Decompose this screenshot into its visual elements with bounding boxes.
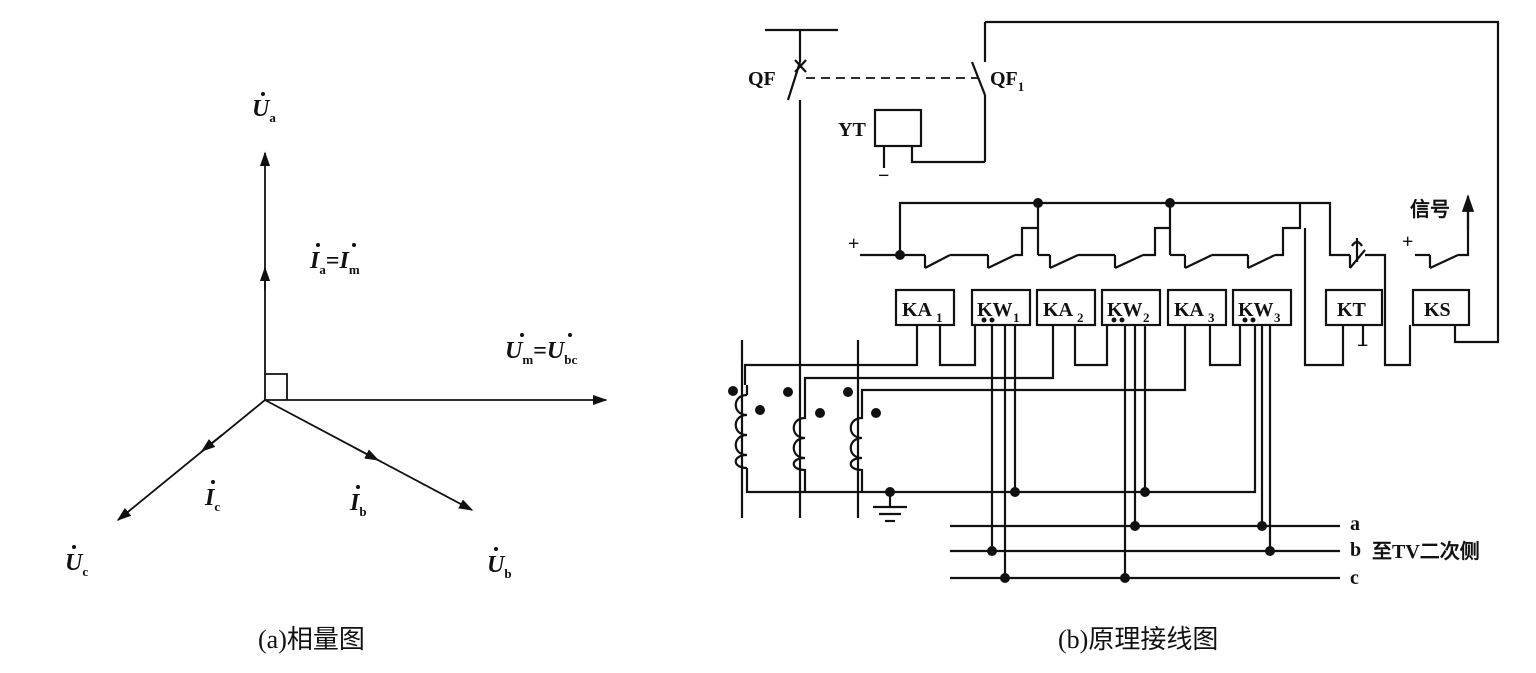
label-ub: Ub [487, 552, 512, 581]
yt-trip-coil [873, 108, 923, 148]
svg-text:KW: KW [1107, 299, 1143, 321]
label-to-tv: 至TV二次侧 [1372, 539, 1480, 563]
relay-kw2: KW 2 [1100, 288, 1162, 327]
top-return-wire [985, 20, 1500, 344]
label-kt-minus: − [1357, 335, 1368, 357]
phasor-ib-mark [354, 447, 380, 461]
svg-text:KT: KT [1337, 299, 1367, 321]
svg-text:2: 2 [1143, 310, 1150, 325]
label-plus-right: + [1402, 231, 1413, 253]
label-qf1: QF1 [990, 68, 1024, 94]
label-bus-b: b [1350, 539, 1361, 561]
relay-kw3: KW 3 [1231, 288, 1293, 327]
label-um-ubc: Um=Ubc [505, 338, 577, 367]
relay-ks: KS [1411, 288, 1471, 327]
label-yt: YT [838, 119, 866, 141]
svg-text:KA: KA [902, 299, 933, 321]
label-signal: 信号 [1410, 197, 1450, 221]
svg-text:KW: KW [1238, 299, 1274, 321]
right-angle-marker [265, 373, 288, 400]
label-plus-left: + [848, 233, 859, 255]
caption-circuit: (b)原理接线图 [1058, 625, 1218, 654]
tv-buses [950, 521, 1340, 583]
phasor-ic-mark [200, 434, 223, 452]
relay-ka3: KA 3 [1166, 288, 1228, 327]
label-yt-minus: − [878, 165, 889, 187]
label-uc: Uc [65, 550, 88, 579]
relay-kw1: KW 1 [970, 288, 1032, 327]
svg-text:KW: KW [977, 299, 1013, 321]
svg-text:KS: KS [1424, 299, 1451, 321]
circuit-diagram: QF QF1 YT − + [728, 20, 1500, 654]
phasor-diagram: Ua Ia=Im Um=Ubc Ic Ib Uc Ub (a)相量图 [65, 92, 608, 654]
svg-text:1: 1 [936, 310, 943, 325]
relay-coil-wiring [743, 325, 1365, 578]
label-bus-a: a [1350, 513, 1360, 535]
svg-text:KA: KA [1043, 299, 1074, 321]
yt-feed-wire [910, 145, 985, 164]
label-ia-im: Ia=Im [309, 248, 360, 277]
label-qf: QF [748, 68, 776, 90]
phasor-uc-line [116, 399, 266, 521]
phasor-dot-accents [72, 92, 572, 551]
label-bus-c: c [1350, 567, 1359, 589]
relay-kt: KT [1324, 288, 1384, 327]
label-ic: Ic [204, 485, 220, 514]
svg-text:3: 3 [1208, 310, 1215, 325]
svg-text:KA: KA [1174, 299, 1205, 321]
relay-ka2: KA 2 [1035, 288, 1097, 327]
node-plus [895, 250, 905, 260]
qf-cross-mark [794, 59, 807, 73]
label-ua: Ua [252, 96, 276, 125]
positive-bus-frame [898, 201, 1350, 257]
label-ib: Ib [349, 490, 367, 519]
svg-text:3: 3 [1274, 310, 1281, 325]
svg-text:1: 1 [1013, 310, 1020, 325]
relay-ka1: KA 1 [894, 288, 956, 327]
svg-text:2: 2 [1077, 310, 1084, 325]
relay-contacts [923, 203, 1470, 367]
ground-symbol [873, 487, 907, 523]
current-transformers [728, 340, 881, 518]
qf1-contact [970, 61, 987, 96]
caption-phasor: (a)相量图 [258, 625, 365, 654]
